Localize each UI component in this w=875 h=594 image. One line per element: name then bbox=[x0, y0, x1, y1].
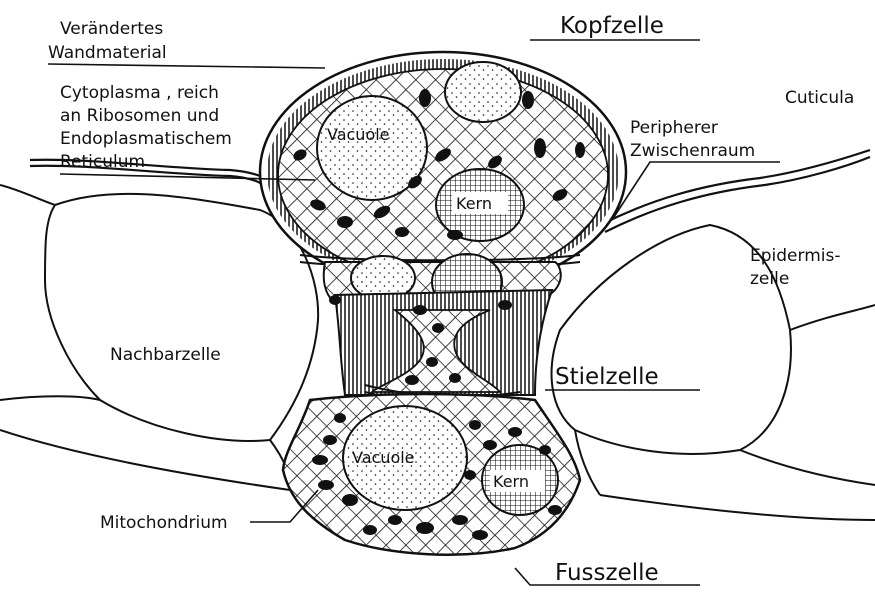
label-kern-bottom: Kern bbox=[493, 472, 529, 491]
label-zwischenraum: Zwischenraum bbox=[630, 141, 755, 161]
label-mitochondrium: Mitochondrium bbox=[100, 513, 228, 533]
label-cytoplasma-3: Endoplasmatischem bbox=[60, 129, 232, 149]
label-cuticula: Cuticula bbox=[785, 88, 854, 108]
nachbarzelle-outline bbox=[45, 194, 318, 441]
label-stielzelle: Stielzelle bbox=[555, 364, 659, 390]
label-epidermis-2: zelle bbox=[750, 269, 789, 289]
label-wandmaterial: Wandmaterial bbox=[48, 43, 167, 63]
label-cytoplasma-2: an Ribosomen und bbox=[60, 106, 219, 126]
label-vacuole-top: Vacuole bbox=[327, 125, 390, 144]
label-vacuole-bottom: Vacuole bbox=[352, 448, 415, 467]
label-fusszelle: Fusszelle bbox=[555, 560, 659, 586]
label-kopfzelle: Kopfzelle bbox=[560, 13, 664, 39]
label-nachbarzelle: Nachbarzelle bbox=[110, 345, 221, 365]
kopfzelle-cell bbox=[260, 52, 626, 292]
label-cytoplasma-1: Cytoplasma , reich bbox=[60, 83, 219, 103]
label-peripherer: Peripherer bbox=[630, 118, 718, 138]
stielzelle-cell bbox=[335, 290, 552, 403]
label-epidermis-1: Epidermis- bbox=[750, 246, 840, 266]
label-cytoplasma-4: Reticulum bbox=[60, 152, 145, 172]
label-veraendertes: Verändertes bbox=[60, 19, 163, 39]
label-kern-top: Kern bbox=[456, 194, 492, 213]
vacuole-small-top bbox=[445, 62, 521, 122]
